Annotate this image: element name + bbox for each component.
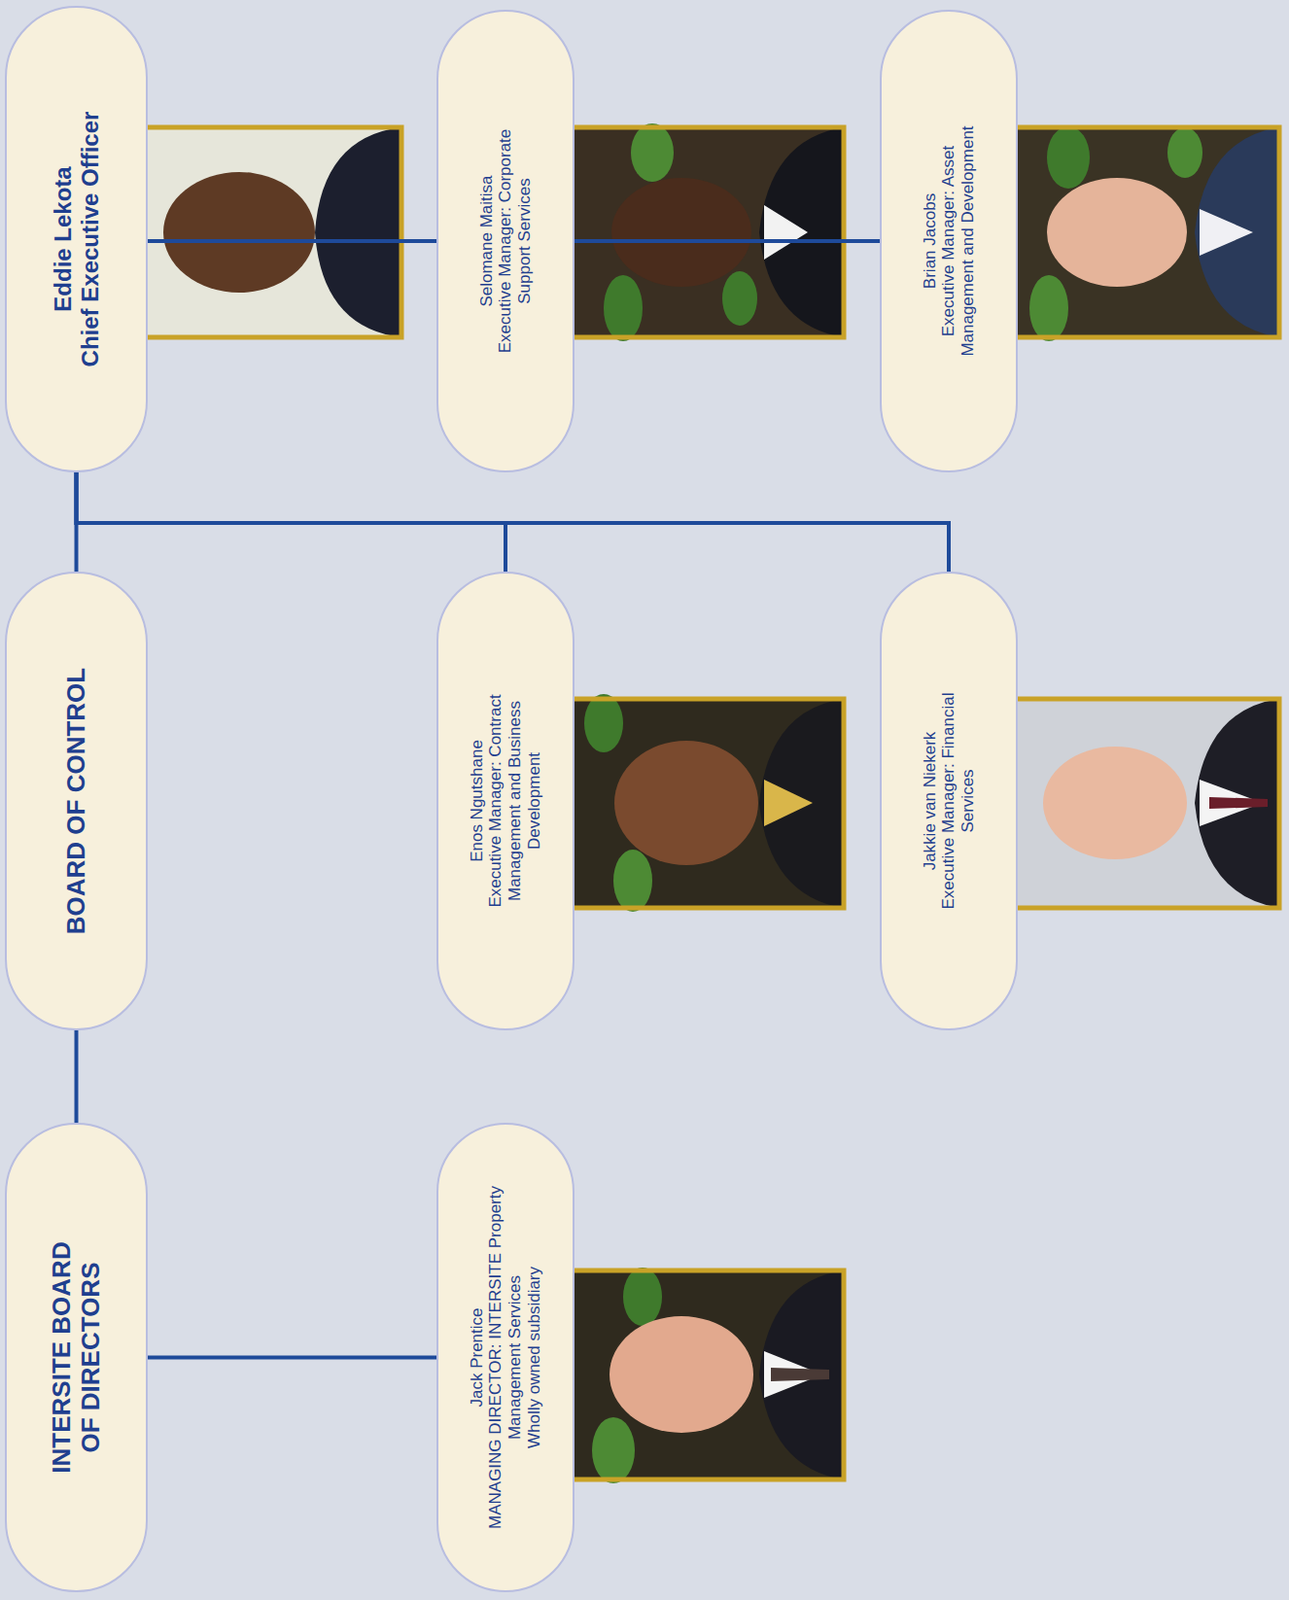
face: [611, 177, 752, 287]
photo-frame: [122, 127, 402, 338]
node-text: Chief Executive Officer: [76, 111, 105, 368]
photo-frame: [564, 698, 844, 908]
org-connector: [76, 472, 950, 572]
tie: [1209, 797, 1268, 809]
photo-frame: [564, 127, 844, 338]
node-text: MANAGING DIRECTOR: INTERSITE Property Ma…: [486, 1183, 524, 1533]
portrait-photo: [564, 694, 844, 912]
photo-background: [122, 127, 402, 338]
face: [163, 172, 315, 293]
foliage: [1029, 275, 1069, 342]
portrait-photo: [122, 127, 402, 338]
photo-frame: [1000, 127, 1280, 338]
org-connector: [74, 1030, 79, 1123]
foliage: [722, 271, 758, 326]
foliage: [1046, 126, 1090, 189]
tie: [764, 779, 813, 827]
org-pill: Brian JacobsExecutive Manager: Asset Man…: [879, 9, 1018, 473]
portrait-photo: [1000, 698, 1280, 908]
org-connector: [147, 1356, 437, 1360]
node-heading: Jack Prentice: [467, 1307, 488, 1407]
org-pill: Selomane MaitisaExecutive Manager: Corpo…: [436, 9, 575, 473]
node-text: Wholly owned subsidiary: [524, 1266, 545, 1449]
shirt: [764, 205, 808, 260]
node-heading: INTERSITE BOARD OF DIRECTORS: [47, 1157, 106, 1558]
face: [1043, 746, 1187, 860]
face: [609, 1316, 754, 1433]
org-pill: Eddie LekotaChief Executive Officer: [4, 5, 148, 473]
face: [614, 740, 759, 866]
node-text: Executive Manager: Financial Services: [939, 684, 977, 918]
foliage: [623, 1267, 662, 1326]
foliage: [613, 849, 653, 912]
node-text: Executive Manager: Corporate Support Ser…: [495, 124, 534, 358]
suit: [314, 127, 402, 338]
foliage: [584, 694, 624, 753]
photo-frame: [1000, 698, 1280, 908]
portrait-photo: [564, 1267, 844, 1484]
org-pill: BOARD OF CONTROL: [4, 571, 148, 1031]
face: [1046, 177, 1187, 287]
tie: [770, 1367, 830, 1382]
org-pill: Enos NgutshaneExecutive Manager: Contrac…: [436, 571, 575, 1031]
suit: [1194, 127, 1280, 338]
suit: [1194, 698, 1280, 908]
node-heading: Enos Ngutshane: [467, 739, 488, 863]
org-pill: Jack PrenticeMANAGING DIRECTOR: INTERSIT…: [436, 1122, 575, 1593]
shirt: [1199, 209, 1254, 256]
node-text: Executive Manager: Asset Management and …: [939, 95, 977, 387]
suit: [759, 127, 844, 338]
org-pill: INTERSITE BOARD OF DIRECTORS: [4, 1122, 148, 1593]
node-heading: Brian Jacobs: [920, 193, 941, 289]
photo-frame: [564, 1270, 844, 1480]
foliage: [592, 1417, 635, 1484]
portrait-photo: [1000, 126, 1280, 342]
suit: [759, 1270, 844, 1480]
foliage: [1167, 127, 1203, 178]
node-heading: Jakkie van Niekerk: [920, 731, 941, 871]
foliage: [630, 123, 674, 182]
node-heading: BOARD OF CONTROL: [62, 667, 92, 935]
portrait-photo: [564, 123, 844, 342]
node-heading: Selomane Maitisa: [477, 174, 497, 307]
photo-background: [1000, 698, 1280, 908]
suit: [759, 698, 844, 908]
node-heading: Eddie Lekota: [49, 166, 77, 312]
foliage: [603, 275, 643, 342]
node-text: Executive Manager: Contract Management a…: [486, 684, 544, 918]
org-pill: Jakkie van NiekerkExecutive Manager: Fin…: [879, 571, 1018, 1031]
